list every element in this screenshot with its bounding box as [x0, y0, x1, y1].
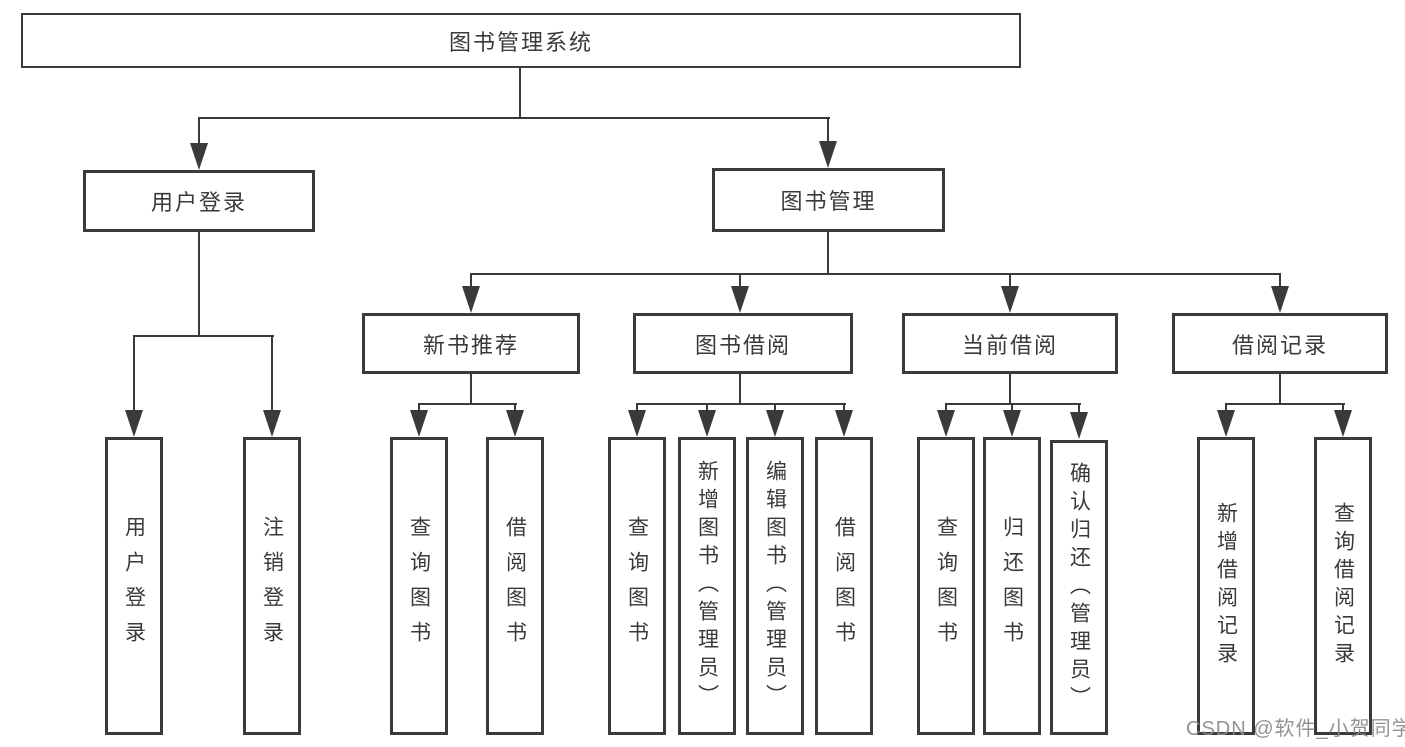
connector-drop: [1342, 403, 1344, 414]
node-label: 借阅图书: [503, 516, 527, 656]
node-leaf-query-books-borrow: 查询图书: [608, 437, 666, 735]
connector-drop: [418, 403, 420, 414]
node-label: 借阅图书: [832, 516, 856, 656]
node-label: 查询图书: [625, 516, 649, 656]
node-label: 查询图书: [407, 516, 431, 656]
node-leaf-add-books-admin: 新增图书（管理员）: [678, 437, 736, 735]
node-borrow-records: 借阅记录: [1172, 313, 1388, 374]
node-book-borrow: 图书借阅: [633, 313, 853, 374]
connector-drop: [133, 335, 135, 412]
node-label: 新增图书（管理员）: [695, 460, 719, 712]
node-book-management: 图书管理: [712, 168, 945, 232]
connector-stem-borrow: [739, 374, 741, 404]
connector-stem-root: [519, 68, 521, 118]
connector-branch-book-management: [470, 273, 1281, 275]
connector-stem-recommend: [470, 374, 472, 404]
node-leaf-query-books-recommend: 查询图书: [390, 437, 448, 735]
connector-drop: [198, 117, 200, 147]
node-label: 借阅记录: [1231, 332, 1328, 358]
connector-stem-user-login: [198, 232, 200, 336]
node-label: 归还图书: [1000, 516, 1024, 656]
connector-drop: [1279, 273, 1281, 289]
arrowhead: [506, 410, 524, 437]
connector-drop: [470, 273, 472, 289]
connector-drop: [827, 117, 829, 147]
connector-stem-book-management: [827, 232, 829, 274]
node-leaf-logout: 注销登录: [243, 437, 301, 735]
connector-drop: [774, 403, 776, 414]
connector-drop: [636, 403, 638, 414]
connector-drop: [739, 273, 741, 289]
arrowhead: [462, 286, 480, 313]
connector-branch-borrow: [636, 403, 846, 405]
node-leaf-borrow-books-recommend: 借阅图书: [486, 437, 544, 735]
arrowhead: [698, 410, 716, 437]
connector-drop: [514, 403, 516, 414]
connector-drop: [1078, 403, 1080, 414]
connector-branch-records: [1225, 403, 1345, 405]
node-leaf-borrow-books: 借阅图书: [815, 437, 873, 735]
connector-drop: [1009, 273, 1011, 289]
arrowhead: [1003, 410, 1021, 437]
connector-drop: [945, 403, 947, 414]
node-label: 新书推荐: [422, 332, 519, 358]
node-user-login: 用户登录: [83, 170, 315, 232]
arrowhead: [125, 410, 143, 437]
arrowhead: [1334, 410, 1352, 437]
connector-drop: [1225, 403, 1227, 414]
connector-branch-user-login: [133, 335, 274, 337]
connector-stem-records: [1279, 374, 1281, 404]
node-leaf-confirm-return-admin: 确认归还（管理员）: [1050, 440, 1108, 735]
node-label: 查询借阅记录: [1331, 502, 1355, 670]
arrowhead: [819, 141, 837, 168]
node-label: 用户登录: [150, 190, 247, 215]
arrowhead: [1217, 410, 1235, 437]
arrowhead: [937, 410, 955, 437]
connector-drop: [1011, 403, 1013, 414]
node-label: 查询图书: [934, 516, 958, 656]
node-label: 图书管理系统: [448, 29, 593, 55]
node-label: 图书管理: [780, 189, 877, 214]
node-leaf-query-borrow-record: 查询借阅记录: [1314, 437, 1372, 735]
connector-stem-current: [1009, 374, 1011, 404]
arrowhead: [628, 410, 646, 437]
arrowhead: [263, 410, 281, 437]
node-label: 确认归还（管理员）: [1067, 461, 1091, 714]
node-label: 图书借阅: [694, 332, 791, 358]
arrowhead: [766, 410, 784, 437]
arrowhead: [731, 286, 749, 313]
node-label: 编辑图书（管理员）: [763, 460, 787, 712]
connector-branch-recommend: [418, 403, 517, 405]
node-leaf-return-books: 归还图书: [983, 437, 1041, 735]
connector-drop: [271, 335, 273, 412]
arrowhead: [1001, 286, 1019, 313]
arrowhead: [835, 410, 853, 437]
node-label: 用户登录: [122, 516, 146, 656]
node-label: 新增借阅记录: [1214, 502, 1238, 670]
arrowhead: [410, 410, 428, 437]
node-library-management-system: 图书管理系统: [21, 13, 1021, 68]
arrowhead: [190, 143, 208, 170]
connector-branch-root: [198, 117, 830, 119]
node-leaf-add-borrow-record: 新增借阅记录: [1197, 437, 1255, 735]
connector-branch-current: [945, 403, 1081, 405]
node-new-book-recommend: 新书推荐: [362, 313, 580, 374]
connector-drop: [843, 403, 845, 414]
node-current-borrow: 当前借阅: [902, 313, 1118, 374]
node-label: 当前借阅: [961, 332, 1058, 358]
arrowhead: [1271, 286, 1289, 313]
watermark-text: CSDN @软件_小贺同学: [1186, 718, 1405, 740]
node-leaf-user-login: 用户登录: [105, 437, 163, 735]
node-label: 注销登录: [260, 516, 284, 656]
arrowhead: [1070, 412, 1088, 439]
node-leaf-query-books-current: 查询图书: [917, 437, 975, 735]
node-leaf-edit-books-admin: 编辑图书（管理员）: [746, 437, 804, 735]
connector-drop: [706, 403, 708, 414]
